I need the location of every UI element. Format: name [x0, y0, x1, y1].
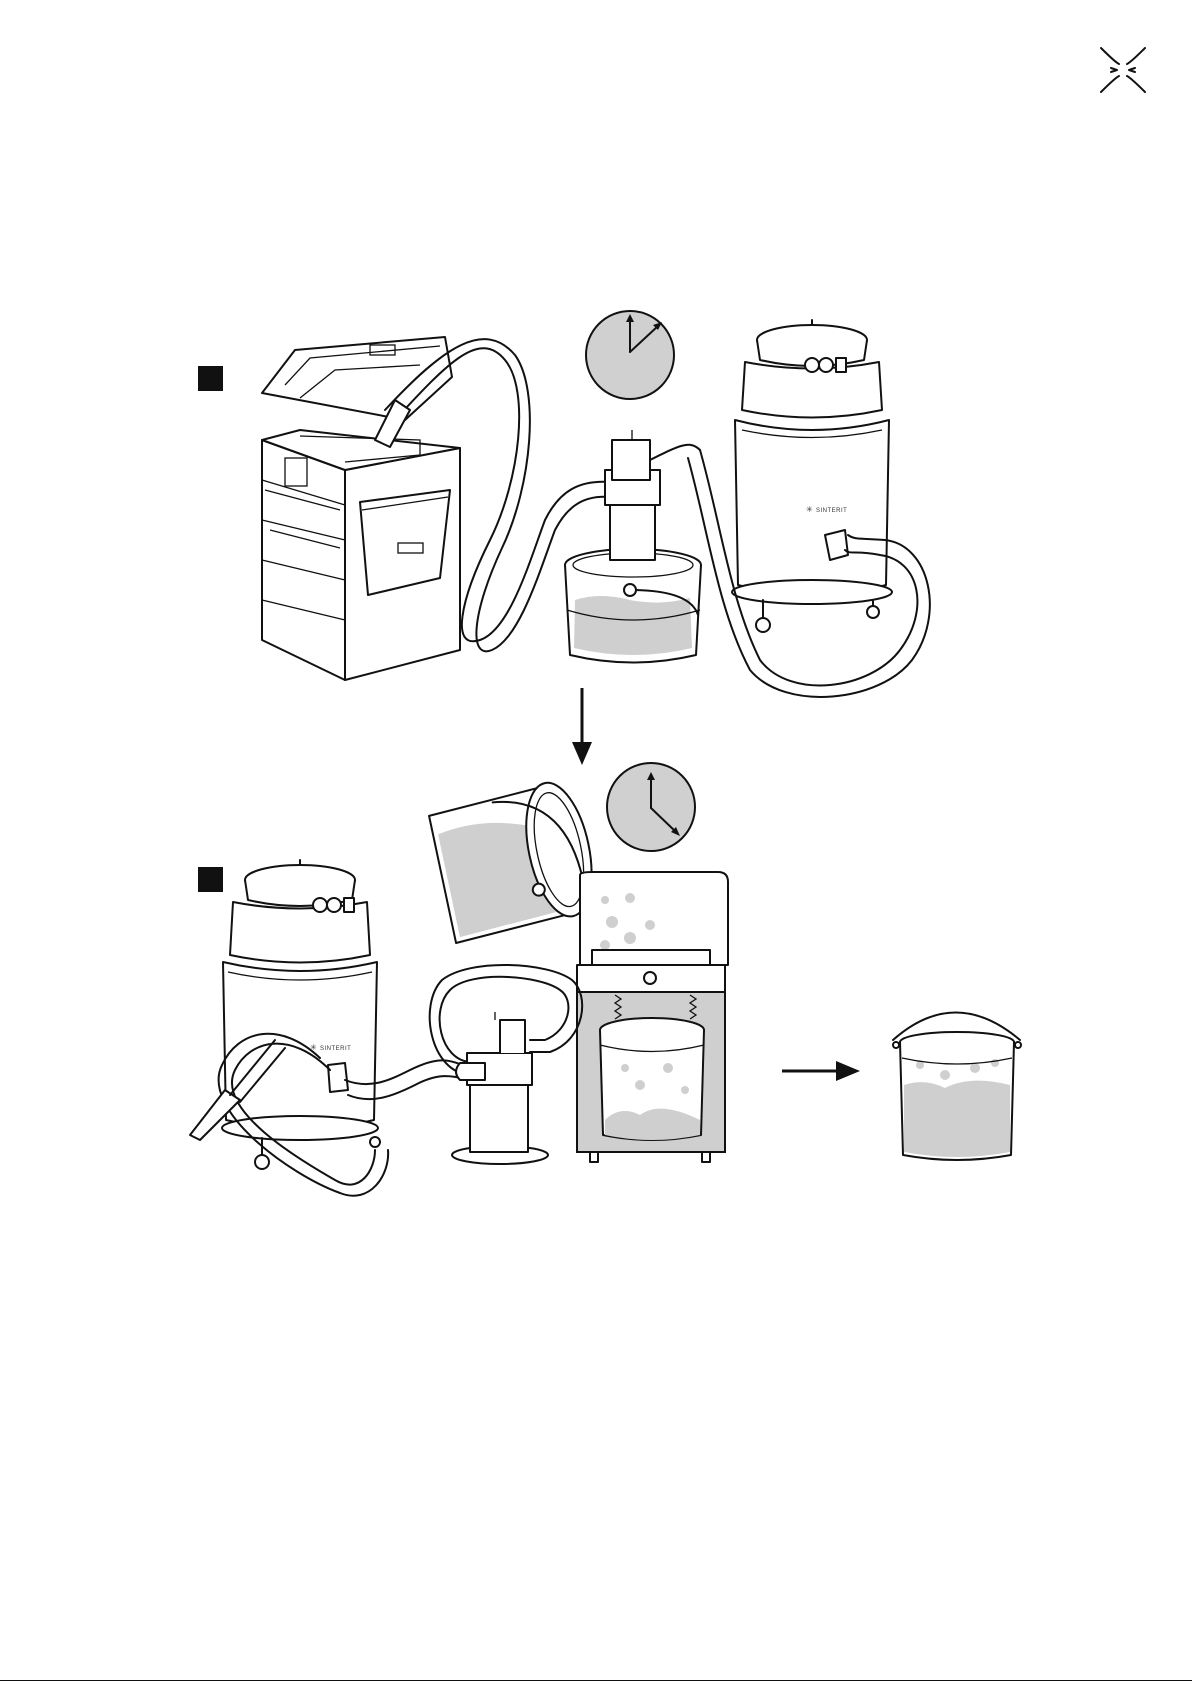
- down-arrow-icon: [572, 688, 592, 765]
- vacuum-cleaner-step-1: SINTERIT ✳: [732, 320, 892, 632]
- footer-rule: [0, 1680, 1192, 1681]
- brand-label-2: SINTERIT: [320, 1046, 351, 1052]
- cyclone-separator-step-1: [565, 430, 701, 663]
- step-2-marker: [198, 867, 223, 892]
- vacuum-cleaner-step-2: SINTERIT ✳: [222, 860, 380, 1169]
- pouring-bucket: [427, 777, 602, 943]
- clock-step-1-icon: [586, 311, 674, 399]
- right-arrow-icon: [782, 1061, 860, 1081]
- svg-text:✳: ✳: [806, 505, 813, 514]
- x-burst-logo-icon: [1101, 48, 1145, 92]
- clock-step-2-icon: [607, 763, 695, 851]
- brand-label: SINTERIT: [816, 508, 847, 514]
- cyclone-separator-step-2: [452, 1012, 548, 1164]
- 3d-printer: [262, 337, 460, 680]
- recovered-powder-bucket: [893, 1013, 1021, 1161]
- step-1-marker: [198, 366, 223, 391]
- sieve-station: [577, 872, 728, 1162]
